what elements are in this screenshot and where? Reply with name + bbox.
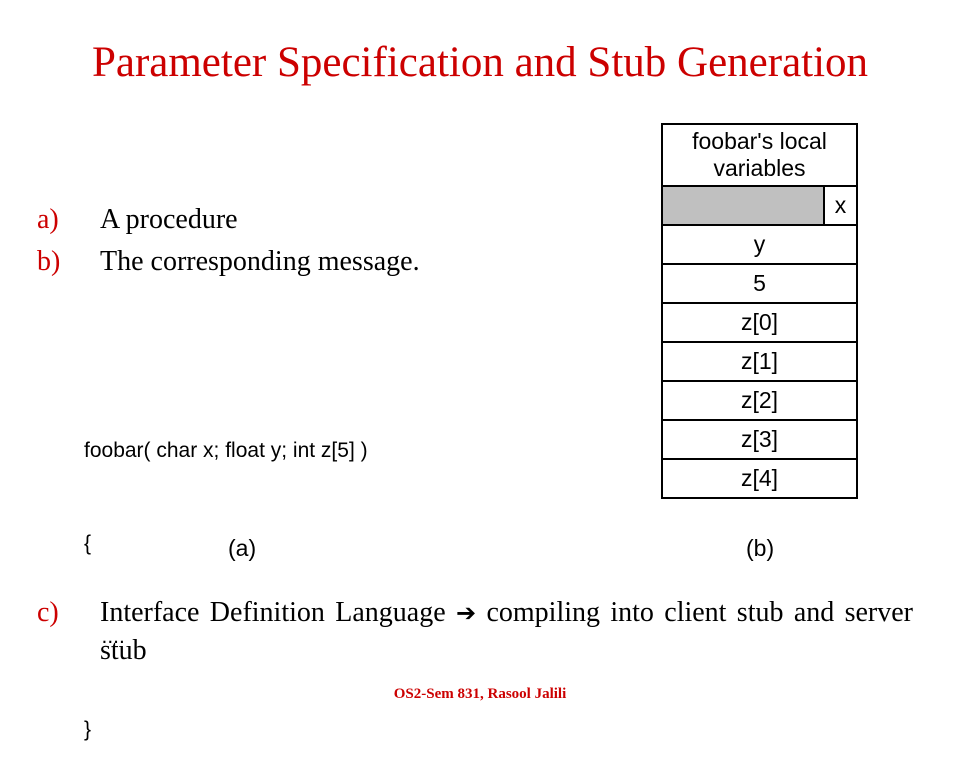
stack-header: foobar's local variables (663, 125, 856, 185)
bullet-marker: c) (37, 597, 59, 628)
stack-cell: z[2] (663, 380, 856, 419)
code-line: .... (84, 625, 125, 648)
paragraph-text: Interface Definition Language ➔ compilin… (100, 594, 913, 670)
right-arrow-icon: ➔ (456, 599, 477, 627)
slide-title: Parameter Specification and Stub Generat… (91, 39, 869, 86)
code-line: } (84, 718, 92, 741)
stack-cell: 5 (663, 263, 856, 302)
bullet-marker: a) (37, 204, 59, 235)
footer: OS2-Sem 831, Rasool Jalili (393, 686, 567, 702)
stack-cell: z[4] (663, 458, 856, 497)
paragraph-text-start: Interface Definition Language (100, 597, 446, 628)
bullet-text: A procedure (100, 204, 238, 235)
stack-cell: y (663, 224, 856, 263)
code-line: foobar( char x; float y; int z[5] ) (84, 439, 368, 462)
caption-b: (b) (746, 535, 775, 561)
bullet-text: The corresponding message. (100, 246, 420, 277)
stack-diagram: foobar's local variables x y 5 z[0] z[1]… (661, 123, 858, 499)
idl-paragraph: c) Interface Definition Language ➔ compi… (37, 594, 913, 670)
stack-cell: z[1] (663, 341, 856, 380)
bullet-list: a) A procedure b) The corresponding mess… (37, 199, 657, 283)
stack-header-line: foobar's local (692, 128, 827, 154)
stack-cell: z[0] (663, 302, 856, 341)
stack-cell-x: x (663, 185, 856, 224)
stack-cell-label: x (834, 192, 847, 218)
stack-header-line: variables (713, 155, 806, 181)
stack-cell-shade (663, 187, 825, 224)
code-block: foobar( char x; float y; int z[5] ) { ..… (84, 373, 368, 776)
stack-cell: z[3] (663, 419, 856, 458)
bullet-item: b) The corresponding message. (37, 241, 657, 283)
caption-a: (a) (228, 535, 257, 561)
bullet-marker: b) (37, 246, 61, 277)
code-line: { (84, 532, 92, 555)
bullet-item: a) A procedure (37, 199, 657, 241)
paragraph-text-end: compiling into client stub and server st… (100, 597, 914, 666)
